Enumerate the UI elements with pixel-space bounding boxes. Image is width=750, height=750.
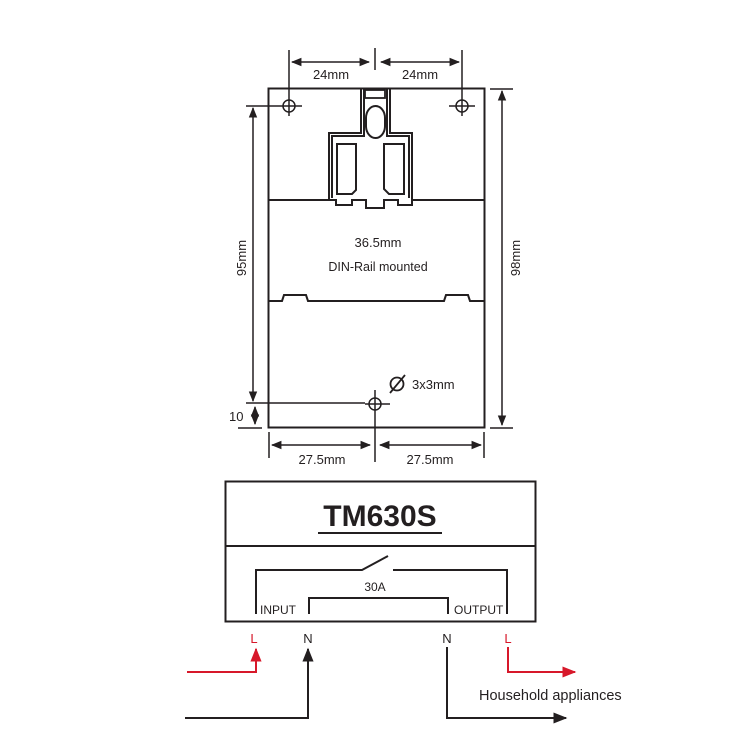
terminal-input-live: L: [250, 631, 257, 646]
label-din-rail-mounted: DIN-Rail mounted: [328, 260, 427, 274]
top-right-mounting-hole: [449, 50, 475, 116]
label-24mm-right: 24mm: [402, 67, 438, 82]
lower-divider: [268, 294, 485, 302]
input-live-wire: [187, 647, 262, 673]
top-left-mounting-hole: [276, 50, 302, 116]
output-label: OUTPUT: [454, 603, 504, 617]
output-neutral-wire: [446, 647, 568, 724]
model-title: TM630S: [323, 500, 436, 533]
neutral-bridge: [308, 597, 449, 614]
device-body-outline: [267, 87, 486, 429]
current-rating: 30A: [364, 580, 385, 594]
mechanical-drawing: [238, 48, 513, 462]
switch-input-wire: [255, 555, 389, 614]
terminal-output-live: L: [504, 631, 511, 646]
label-27-5mm-left: 27.5mm: [299, 452, 346, 467]
label-27-5mm-right: 27.5mm: [407, 452, 454, 467]
output-live-wire: [507, 647, 577, 678]
diameter-icon: [389, 374, 406, 394]
label-bottom-offset: 10: [229, 409, 243, 424]
wiring-diagram: [185, 480, 577, 724]
label-98mm: 98mm: [508, 240, 523, 276]
bottom-mounting-hole: [365, 397, 390, 411]
input-neutral-wire: [185, 647, 314, 719]
label-width: 36.5mm: [355, 235, 402, 250]
switch-output-wire: [393, 569, 508, 614]
load-label: Household appliances: [479, 688, 622, 704]
label-95mm: 95mm: [234, 240, 249, 276]
label-24mm-left: 24mm: [313, 67, 349, 82]
label-hole-size: 3x3mm: [412, 377, 455, 392]
terminal-input-neutral: N: [303, 631, 312, 646]
terminal-output-neutral: N: [442, 631, 451, 646]
input-label: INPUT: [260, 603, 297, 617]
timer-body-outline: [224, 480, 537, 623]
din-rail-clip: [328, 89, 413, 209]
